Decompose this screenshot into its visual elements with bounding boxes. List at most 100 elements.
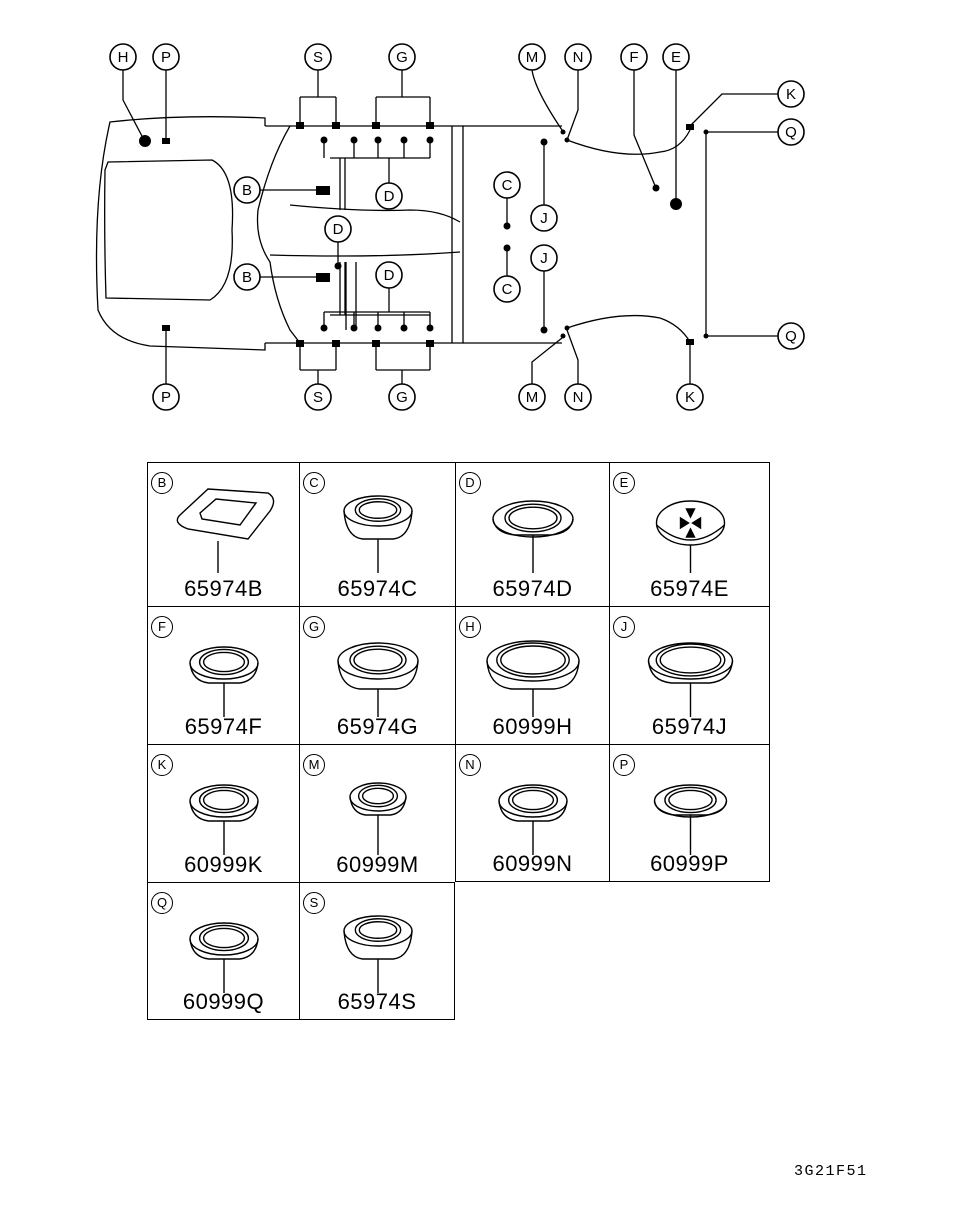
callout-m-bottom: M — [518, 383, 546, 411]
part-number: 65974G — [336, 714, 419, 739]
callout-g-top: G — [388, 43, 416, 71]
part-letter-badge: B — [151, 472, 173, 494]
svg-text:D: D — [333, 221, 344, 238]
svg-text:M: M — [526, 49, 539, 66]
callout-n-top: N — [564, 43, 592, 71]
part-cell-e: E 65974E — [609, 462, 770, 606]
part-cell-p: P 60999P — [609, 744, 770, 882]
svg-text:G: G — [396, 49, 408, 66]
callout-e-top: E — [662, 43, 690, 71]
part-letter-badge: N — [459, 754, 481, 776]
part-cell-j: J 65974J — [609, 606, 770, 744]
part-letter-badge: Q — [151, 892, 173, 914]
callout-balloons: H P S G M N F E K Q B D C J D J B D C Q … — [109, 43, 805, 411]
diagram-reference-code: 3G21F51 — [794, 1163, 868, 1180]
part-letter-badge: D — [459, 472, 481, 494]
callout-b-bottom: B — [233, 263, 261, 291]
part-cell-n: N 60999N — [455, 744, 609, 882]
part-letter-badge: S — [303, 892, 325, 914]
callout-s-bottom: S — [304, 383, 332, 411]
part-number: 65974J — [651, 714, 728, 739]
callout-p-top: P — [152, 43, 180, 71]
part-cell-h: H 60999H — [455, 606, 609, 744]
svg-text:B: B — [242, 269, 252, 286]
svg-text:Q: Q — [785, 124, 797, 141]
svg-text:F: F — [629, 49, 638, 66]
callout-j-top: J — [530, 204, 558, 232]
part-number: 60999K — [184, 852, 263, 877]
part-cell-g: G 65974G — [299, 606, 455, 744]
part-letter-badge: H — [459, 616, 481, 638]
callout-h-top: H — [109, 43, 137, 71]
part-cell-d: D 65974D — [455, 462, 609, 606]
part-letter-badge: E — [613, 472, 635, 494]
callout-d-bottom: D — [375, 261, 403, 289]
svg-text:C: C — [502, 281, 513, 298]
parts-grid: B 65974B C 65974C D 65974D E 65974E F 65974F G 6597… — [147, 462, 770, 1020]
svg-text:P: P — [161, 389, 171, 406]
part-number: 60999H — [492, 714, 573, 739]
callout-d-top: D — [375, 182, 403, 210]
callout-leaders — [122, 69, 778, 384]
part-number: 60999Q — [182, 989, 265, 1014]
chassis-outline — [95, 116, 707, 351]
part-cell-f: F 65974F — [147, 606, 299, 744]
svg-text:K: K — [685, 389, 695, 406]
part-letter-badge: J — [613, 616, 635, 638]
part-cell-b: B 65974B — [147, 462, 299, 606]
callout-q-top: Q — [777, 118, 805, 146]
svg-text:J: J — [540, 250, 548, 267]
part-cell-m: M 60999M — [299, 744, 455, 882]
svg-text:G: G — [396, 389, 408, 406]
part-number: 65974C — [337, 576, 418, 601]
callout-c-bottom: C — [493, 275, 521, 303]
svg-text:H: H — [118, 49, 129, 66]
svg-text:N: N — [573, 389, 584, 406]
callout-b-top: B — [233, 176, 261, 204]
svg-text:P: P — [161, 49, 171, 66]
callout-j-bottom: J — [530, 244, 558, 272]
svg-text:J: J — [540, 210, 548, 227]
callout-q-bottom: Q — [777, 322, 805, 350]
callout-s-top: S — [304, 43, 332, 71]
part-cell-c: C 65974C — [299, 462, 455, 606]
callout-m-top: M — [518, 43, 546, 71]
svg-text:M: M — [526, 389, 539, 406]
callout-c-top: C — [493, 171, 521, 199]
part-number: 65974D — [492, 576, 573, 601]
part-letter-badge: M — [303, 754, 325, 776]
callout-p-bottom: P — [152, 383, 180, 411]
part-number: 60999P — [650, 851, 729, 876]
svg-text:E: E — [671, 49, 681, 66]
part-number: 65974E — [650, 576, 729, 601]
part-letter-badge: F — [151, 616, 173, 638]
svg-text:S: S — [313, 49, 323, 66]
svg-text:B: B — [242, 182, 252, 199]
callout-k-top: K — [777, 80, 805, 108]
callout-d-middle: D — [324, 215, 352, 243]
plug-markers — [139, 122, 709, 347]
callout-g-bottom: G — [388, 383, 416, 411]
part-number: 65974S — [337, 989, 417, 1014]
callout-n-bottom: N — [564, 383, 592, 411]
part-number: 60999M — [336, 852, 419, 877]
callout-f-top: F — [620, 43, 648, 71]
chassis-plug-location-diagram: H P S G M N F E K Q B D C J D J B D C Q … — [95, 43, 805, 411]
svg-text:D: D — [384, 188, 395, 205]
part-number: 65974F — [184, 714, 263, 739]
part-number: 65974B — [184, 576, 263, 601]
svg-text:K: K — [786, 86, 796, 103]
svg-text:C: C — [502, 177, 513, 194]
svg-text:N: N — [573, 49, 584, 66]
part-letter-badge: C — [303, 472, 325, 494]
part-letter-badge: P — [613, 754, 635, 776]
callout-k-bottom: K — [676, 383, 704, 411]
svg-text:D: D — [384, 267, 395, 284]
svg-text:Q: Q — [785, 328, 797, 345]
svg-text:S: S — [313, 389, 323, 406]
part-cell-q: Q 60999Q — [147, 882, 299, 1020]
part-number: 60999N — [492, 851, 573, 876]
part-cell-s: S 65974S — [299, 882, 455, 1020]
part-letter-badge: G — [303, 616, 325, 638]
